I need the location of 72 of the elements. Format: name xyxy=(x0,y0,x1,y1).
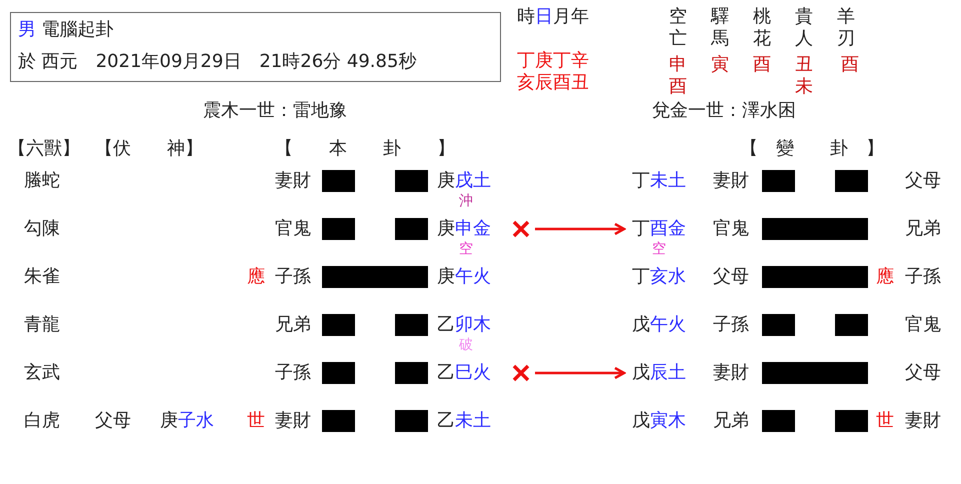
branch-text: 戊寅木 xyxy=(632,410,686,432)
branch-text: 丁亥水 xyxy=(632,266,686,288)
arrow xyxy=(535,222,626,236)
label-text: 妻財 xyxy=(905,410,941,432)
label-text: 子孫 xyxy=(275,266,311,288)
label-text: 父母 xyxy=(713,266,749,288)
label-text: 官鬼 xyxy=(905,314,941,336)
marker-text: 亥辰酉丑 xyxy=(517,72,589,94)
label-text: 妻財 xyxy=(275,410,311,432)
column-heading: 桃花 xyxy=(752,6,772,50)
arrow xyxy=(535,366,626,380)
label-text: 玄武 xyxy=(24,362,60,384)
label-text: 【六獸】 xyxy=(8,138,80,160)
marker-text: 應 xyxy=(247,266,265,288)
label-text: 妻財 xyxy=(275,170,311,192)
heading-text: 時日月年 xyxy=(517,6,589,28)
label-text: 父母 xyxy=(95,410,131,432)
label-text: 官鬼 xyxy=(713,218,749,240)
branch-text: 庚子水 xyxy=(160,410,214,432)
label-text: 朱雀 xyxy=(24,266,60,288)
column-heading: 羊刃 xyxy=(836,6,856,50)
column-heading: 驛馬 xyxy=(710,6,730,50)
status-mark: 沖 xyxy=(459,193,473,209)
column-value: 酉 xyxy=(840,54,860,76)
column-heading: 貴人 xyxy=(794,6,814,50)
label-text: 子孫 xyxy=(713,314,749,336)
label-text: 官鬼 xyxy=(275,218,311,240)
marker-text: 應 xyxy=(876,266,894,288)
label-text: 兄弟 xyxy=(713,410,749,432)
branch-text: 戊午火 xyxy=(632,314,686,336)
info-box xyxy=(10,12,501,82)
label-text: 子孫 xyxy=(905,266,941,288)
cross-mark xyxy=(511,363,531,383)
title-text: 男 電腦起卦 xyxy=(18,19,114,41)
branch-text: 丁酉金 xyxy=(632,218,686,240)
label-text: 青龍 xyxy=(24,314,60,336)
marker-text: 世 xyxy=(247,410,265,432)
label-text: 兄弟 xyxy=(905,218,941,240)
label-text: 兌金一世：澤水困 xyxy=(652,100,796,122)
branch-text: 庚戌土 xyxy=(437,170,491,192)
label-text: 螣蛇 xyxy=(24,170,60,192)
label-text: 【伏 神】 xyxy=(95,138,203,160)
branch-text: 庚午火 xyxy=(437,266,491,288)
branch-text: 乙巳火 xyxy=(437,362,491,384)
label-text: 父母 xyxy=(905,362,941,384)
date-text: 於 西元 2021年09月29日 21時26分 49.85秒 xyxy=(18,51,416,73)
column-value: 申酉 xyxy=(668,54,688,98)
branch-text: 乙卯木 xyxy=(437,314,491,336)
cross-mark xyxy=(511,219,531,239)
label-text: 【 變 卦 】 xyxy=(740,138,884,160)
column-value: 酉 xyxy=(752,54,772,76)
status-mark: 破 xyxy=(459,337,473,353)
label-text: 勾陳 xyxy=(24,218,60,240)
branch-text: 庚申金 xyxy=(437,218,491,240)
label-text: 子孫 xyxy=(275,362,311,384)
status-mark: 空 xyxy=(459,241,473,257)
status-mark: 空 xyxy=(652,241,666,257)
branch-text: 丁未土 xyxy=(632,170,686,192)
label-text: 兄弟 xyxy=(275,314,311,336)
label-text: 父母 xyxy=(905,170,941,192)
label-text: 白虎 xyxy=(24,410,60,432)
label-text: 妻財 xyxy=(713,170,749,192)
branch-text: 乙未土 xyxy=(437,410,491,432)
label-text: 震木一世：雷地豫 xyxy=(203,100,347,122)
marker-text: 丁庚丁辛 xyxy=(517,50,589,72)
branch-text: 戊辰土 xyxy=(632,362,686,384)
column-value: 丑未 xyxy=(794,54,814,98)
marker-text: 世 xyxy=(876,410,894,432)
label-text: 【 本 卦 】 xyxy=(275,138,455,160)
column-heading: 空亡 xyxy=(668,6,688,50)
column-value: 寅 xyxy=(710,54,730,76)
label-text: 妻財 xyxy=(713,362,749,384)
